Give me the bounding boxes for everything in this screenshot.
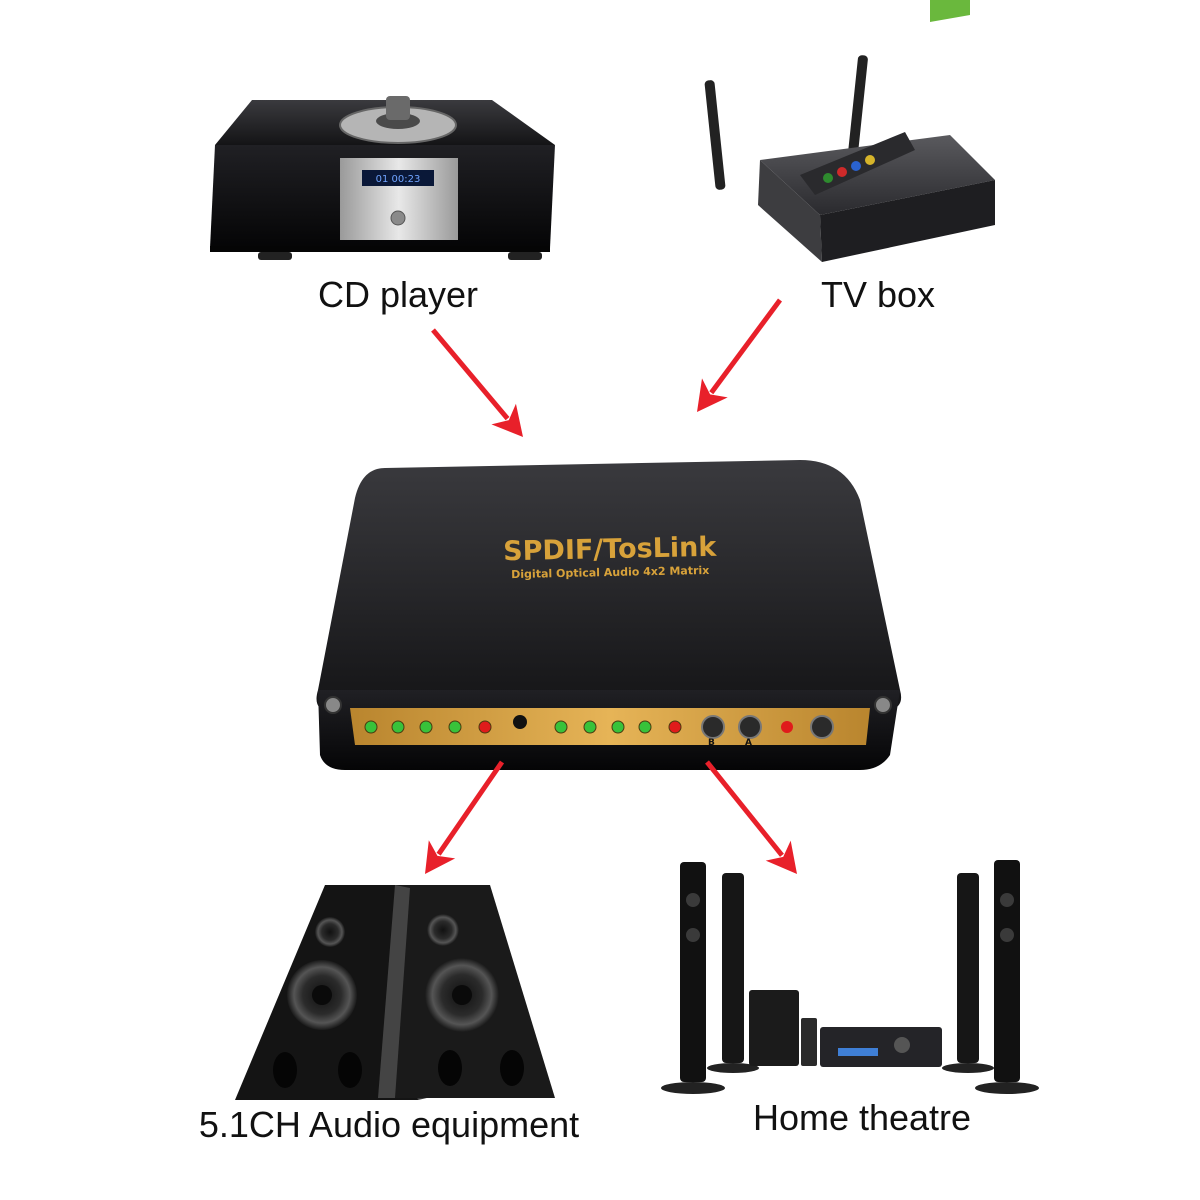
- status-led: [611, 720, 625, 734]
- button-b: [701, 715, 725, 739]
- status-led: [638, 720, 652, 734]
- device-title: SPDIF/TosLink: [503, 532, 718, 567]
- home-theatre-label: Home theatre: [752, 1097, 972, 1138]
- audio-equipment-label: 5.1CH Audio equipment: [198, 1104, 580, 1145]
- power-button: [810, 715, 834, 739]
- cd-display-text: 01 00:23: [376, 174, 421, 185]
- button-b-label: B: [708, 738, 715, 748]
- arrow-cd-to-device: [431, 328, 523, 437]
- status-led: [583, 720, 597, 734]
- status-led: [554, 720, 568, 734]
- arrow-device-to-audio: [425, 760, 505, 874]
- status-led: [364, 720, 378, 734]
- device-title-group: SPDIF/TosLink Digital Optical Audio 4x2 …: [503, 532, 718, 581]
- cd-player-image: 01 00:23: [210, 96, 555, 260]
- tv-box-image: [704, 0, 995, 262]
- power-led: [781, 721, 793, 733]
- button-a: [738, 715, 762, 739]
- status-led: [419, 720, 433, 734]
- cd-player-label: CD player: [317, 274, 479, 315]
- arrow-tv-to-device: [697, 298, 783, 412]
- home-theatre-image: [661, 860, 1039, 1094]
- status-led: [668, 720, 682, 734]
- optical-matrix-device: SPDIF/TosLink Digital Optical Audio 4x2 …: [316, 460, 902, 770]
- signal-arrows: [425, 298, 797, 874]
- audio-equipment-image: [235, 885, 555, 1100]
- device-led-row: [364, 720, 682, 734]
- arrow-device-to-theatre: [705, 760, 797, 874]
- button-a-label: A: [745, 738, 752, 748]
- status-led: [478, 720, 492, 734]
- tv-box-label: TV box: [820, 274, 936, 315]
- status-led: [391, 720, 405, 734]
- device-buttons: B A: [701, 715, 834, 748]
- device-subtitle: Digital Optical Audio 4x2 Matrix: [511, 564, 709, 581]
- status-led: [448, 720, 462, 734]
